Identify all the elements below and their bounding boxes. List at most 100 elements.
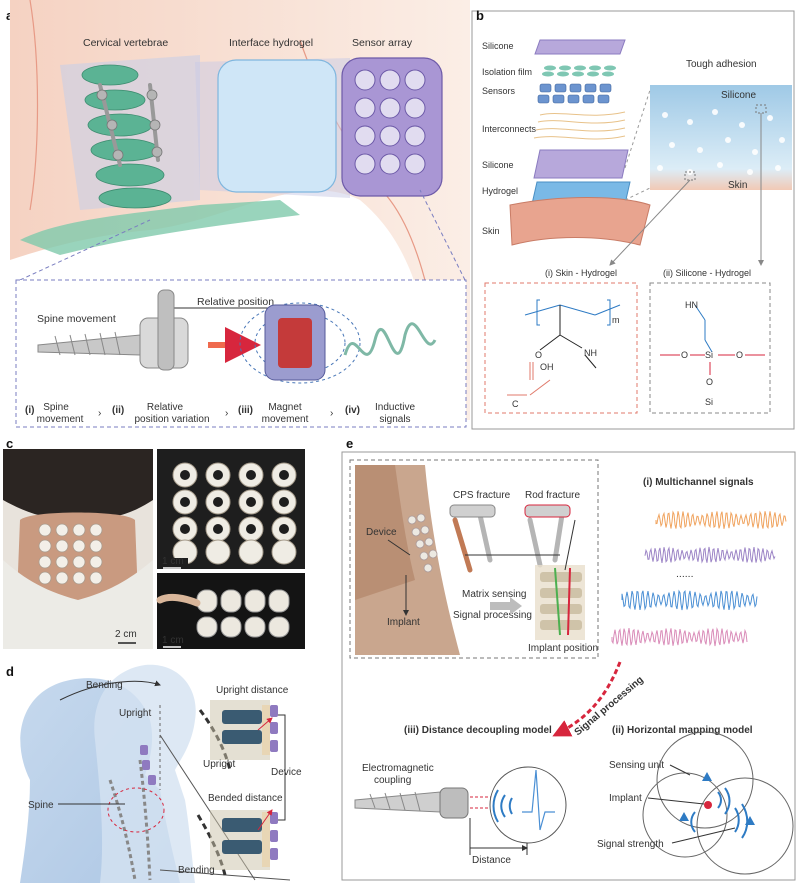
chem-si2: Si xyxy=(705,397,713,407)
step-1-line2: movement xyxy=(37,414,84,425)
e-inner-box xyxy=(349,459,599,659)
layer-label-0: Silicone xyxy=(482,41,514,51)
chem-c: C xyxy=(512,399,519,409)
device-label-d: Device xyxy=(271,767,302,778)
signal-trace-purple xyxy=(644,546,776,564)
horizontal-model-title: (ii) Horizontal mapping model xyxy=(612,725,753,736)
bended-distance-label: Bended distance xyxy=(208,793,283,804)
layer-label-3: Interconnects xyxy=(482,124,537,134)
em-waves-icon xyxy=(492,789,513,823)
mapping-markers xyxy=(679,772,755,825)
interface-hydrogel-label: Interface hydrogel xyxy=(229,37,313,49)
implant-label-2: Implant xyxy=(609,793,642,804)
upright-distance-arrow xyxy=(257,717,273,731)
tough-adhesion-label: Tough adhesion xyxy=(686,59,757,70)
upright-label: Upright xyxy=(203,759,235,770)
chem-left-box xyxy=(484,282,638,414)
layer-label-2: Sensors xyxy=(482,86,516,96)
scale-bar-1: 2 cm xyxy=(115,629,137,640)
step-1-num: (i) xyxy=(25,405,34,416)
chem-si: Si xyxy=(705,350,713,360)
step-1-line1: Spine xyxy=(43,402,69,413)
signal-trace-orange xyxy=(655,510,787,530)
upright-spine-schematic xyxy=(210,700,278,760)
bending-top-label: Bending xyxy=(86,680,123,691)
chem-left-structure xyxy=(507,299,621,396)
e-device-on-neck xyxy=(407,513,438,573)
distance-model-title: (iii) Distance decoupling model xyxy=(404,725,552,736)
layer-label-1: Isolation film xyxy=(482,67,532,77)
implant-dot xyxy=(704,801,712,809)
step-4-line2: signals xyxy=(379,414,410,425)
chem-hn: HN xyxy=(685,300,698,310)
zoom-connector-top xyxy=(624,89,651,169)
panel-a: a Cervical vertebrae Interfac xyxy=(6,0,470,428)
signal-processing-arrow xyxy=(552,661,622,737)
bending-bottom-label: Bending xyxy=(178,865,215,876)
inductive-signal-wave xyxy=(343,322,437,356)
scale-bar-3: 1 cm xyxy=(162,635,184,646)
zoom-line-left xyxy=(19,219,151,281)
spine-label: Spine xyxy=(28,800,54,811)
magnet-illustration xyxy=(239,302,361,384)
chem-right-box xyxy=(649,282,771,414)
panel-e: e Device Implant CPS fracture Rod fractu… xyxy=(341,436,796,881)
pedicle-screw-illustration xyxy=(37,289,189,371)
chem-nh: NH xyxy=(584,348,597,358)
panel-c: c 2 cm 1 cm xyxy=(3,436,305,649)
step-row: (i) Spine movement › (ii) Relative posit… xyxy=(25,402,415,425)
layer-label-6: Skin xyxy=(482,226,500,236)
implant-pointer-2 xyxy=(647,797,705,805)
signal-strength-pointer xyxy=(671,827,736,844)
zoom-line-d2 xyxy=(159,869,291,881)
signal-spike xyxy=(522,769,555,831)
head-upright-silhouette xyxy=(94,664,196,883)
panel-d-letter: d xyxy=(6,664,14,679)
layer-label-5: Hydrogel xyxy=(482,186,518,196)
e-device-pointer xyxy=(387,539,411,556)
rod-fracture-label: Rod fracture xyxy=(525,490,580,501)
neck-outline xyxy=(29,0,39,211)
sensor-array-illustration xyxy=(341,57,443,197)
multichannel-dots: ...... xyxy=(676,568,694,580)
sensing-unit-pointer xyxy=(669,764,691,776)
em-coupling-line1: Electromagnetic xyxy=(362,763,434,774)
chem-right-title: (ii) Silicone - Hydrogel xyxy=(663,268,751,278)
cps-fracture-label: CPS fracture xyxy=(453,490,511,501)
step-2-line2: position variation xyxy=(134,414,209,425)
signal-circle xyxy=(489,766,567,844)
screw-model-illustration xyxy=(354,787,469,819)
spine-movement-label: Spine movement xyxy=(37,313,116,325)
zoom-silicone-label: Silicone xyxy=(721,90,756,101)
connector-line-2 xyxy=(564,519,576,571)
bending-arc-arrow xyxy=(59,680,161,701)
signal-strength-label: Signal strength xyxy=(597,839,664,850)
e-device-label: Device xyxy=(366,527,397,538)
chem-left-title: (i) Skin - Hydrogel xyxy=(545,268,617,278)
device-bracket xyxy=(278,714,286,821)
process-arrow xyxy=(490,597,522,615)
bended-spine-schematic xyxy=(210,810,278,870)
zoom-connector-bottom xyxy=(624,187,651,201)
spine-line-upright xyxy=(138,759,152,881)
panel-d: d Bending Upright Upright distance Uprig… xyxy=(6,664,302,883)
implant-position-label: Implant position xyxy=(528,643,598,654)
em-coupling-line2: coupling xyxy=(374,775,411,786)
chem-o3: O xyxy=(706,377,713,387)
scale-bar-2: 1 cm xyxy=(162,556,184,567)
zoom-line-right xyxy=(419,189,466,281)
chem-o: O xyxy=(535,350,542,360)
step-4-line1: Inductive xyxy=(375,402,415,413)
multichannel-title: (i) Multichannel signals xyxy=(643,477,754,488)
bended-distance-arrow xyxy=(257,809,273,831)
zoom-skin-label: Skin xyxy=(728,180,747,191)
signal-processing-inner-label: Signal processing xyxy=(453,610,532,621)
chem-o1: O xyxy=(681,350,688,360)
signal-trace-pink xyxy=(611,627,748,647)
signal-traces xyxy=(611,510,787,647)
cervical-vertebrae-illustration xyxy=(20,55,300,255)
step-chevron-2: › xyxy=(225,408,228,419)
panel-c-letter: c xyxy=(6,436,13,451)
fracture-screws-illustration xyxy=(449,504,571,573)
